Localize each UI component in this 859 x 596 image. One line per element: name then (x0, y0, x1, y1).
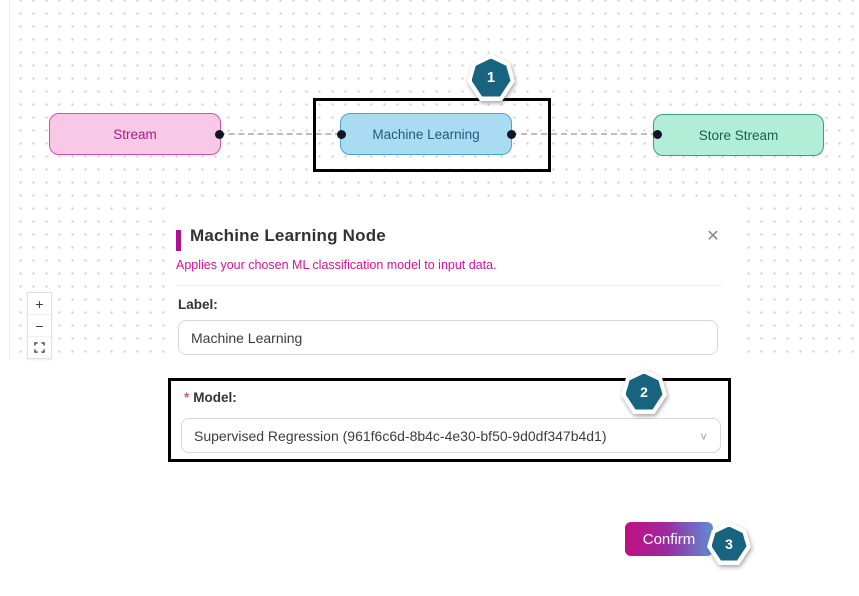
node-label: Stream (113, 126, 157, 142)
close-icon[interactable]: ✕ (706, 228, 720, 245)
annotation-badge-2: 2 (621, 369, 667, 414)
label-input[interactable] (178, 320, 718, 355)
title-accent-bar (176, 230, 181, 251)
badge-number: 1 (471, 58, 511, 97)
chevron-down-icon: ∨ (699, 429, 708, 442)
port-stream-out[interactable] (215, 130, 224, 139)
port-store-in[interactable] (653, 130, 662, 139)
confirm-button[interactable]: Confirm (625, 522, 713, 556)
model-field-label-row: *Model: (184, 390, 237, 405)
zoom-in-icon: + (35, 295, 44, 312)
label-field-label: Label: (178, 297, 218, 312)
badge-number: 2 (625, 373, 663, 410)
edge-ml-to-store (511, 133, 657, 135)
zoom-out-icon: − (35, 317, 44, 334)
fit-view-button[interactable] (28, 337, 51, 358)
required-asterisk: * (184, 390, 190, 405)
port-ml-out[interactable] (507, 130, 516, 139)
edge-stream-to-ml (219, 133, 341, 135)
model-select[interactable]: Supervised Regression (961f6c6d-8b4c-4e3… (181, 418, 721, 453)
node-store-stream[interactable]: Store Stream (653, 114, 824, 156)
canvas-zoom-controls: + − (27, 292, 52, 359)
panel-title: Machine Learning Node (190, 226, 386, 245)
zoom-in-button[interactable]: + (28, 293, 51, 315)
badge-number: 3 (711, 526, 747, 561)
highlight-box-ml-node (313, 98, 551, 172)
annotation-badge-1: 1 (467, 54, 515, 101)
panel-subtitle: Applies your chosen ML classification mo… (176, 258, 497, 272)
node-stream[interactable]: Stream (49, 113, 221, 155)
node-label: Store Stream (698, 127, 779, 143)
header-divider (176, 285, 722, 286)
zoom-out-button[interactable]: − (28, 315, 51, 337)
node-label: Machine Learning (372, 126, 480, 142)
badge-ring: 1 (467, 54, 515, 101)
highlight-box-model-field: *Model: Supervised Regression (961f6c6d-… (168, 378, 731, 462)
badge-ring: 2 (621, 369, 667, 414)
node-properties-panel: Machine Learning Node ✕ Applies your cho… (165, 207, 737, 487)
confirm-button-label: Confirm (642, 530, 696, 548)
annotation-badge-3: 3 (707, 522, 751, 565)
model-select-value: Supervised Regression (961f6c6d-8b4c-4e3… (194, 427, 607, 444)
model-field-label: Model: (193, 390, 237, 405)
port-ml-in[interactable] (337, 130, 346, 139)
badge-ring: 3 (707, 522, 751, 565)
fit-view-icon (34, 342, 45, 353)
